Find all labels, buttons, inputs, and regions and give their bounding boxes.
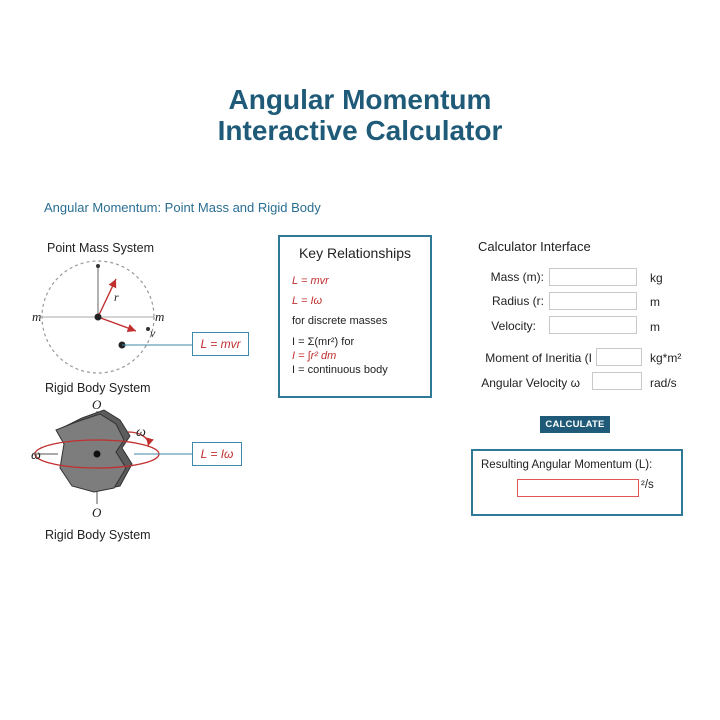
result-box: Resulting Angular Momentum (L): ²/s (471, 449, 683, 516)
rotation-arrow (127, 431, 154, 447)
angular-velocity-input[interactable] (592, 372, 642, 390)
radius-label: r (114, 290, 119, 304)
mass-label-right: m (155, 309, 164, 324)
key-relationships-box: Key Relationships L = mvr L = Iω for dis… (278, 235, 432, 398)
inertia-unit: kg*m² (650, 351, 682, 365)
title-line-2: Interactive Calculator (217, 115, 503, 146)
key-eq-iw: L = Iω (292, 295, 323, 307)
omega-label-right: ω (136, 425, 146, 440)
rigid-center-dot (93, 450, 101, 458)
omega-label-left: ω (31, 448, 41, 463)
rigid-body-front (55, 413, 127, 493)
radius-arrow (97, 278, 117, 318)
mass-input[interactable] (549, 268, 637, 286)
axis-label-bottom: O (92, 505, 102, 520)
key-continuous-label: I = continuous body (292, 364, 388, 376)
key-discrete-label: for discrete masses (292, 315, 388, 327)
velocity-label: v (150, 326, 156, 340)
key-relationships-title: Key Relationships (298, 245, 412, 261)
mass-label-left: m (32, 309, 41, 324)
mass-unit: kg (650, 271, 663, 285)
page-title: Angular Momentum Interactive Calculator (0, 84, 720, 146)
radius-label: Radius (r: (491, 294, 544, 308)
velocity-arrow (97, 316, 137, 333)
key-continuous-eq: I = ∫r² dm (292, 350, 337, 362)
calculator-title: Calculator Interface (478, 239, 591, 254)
radius-unit: m (650, 295, 660, 309)
point-mass-diagram: m m r v (32, 260, 192, 374)
angular-velocity-label: Angular Velocity ω (481, 376, 580, 390)
velocity-unit: m (650, 320, 660, 334)
rigid-body-equation-box: L = Iω (192, 442, 242, 466)
result-output[interactable] (517, 479, 639, 497)
rigid-body-diagram: O O ω ω (31, 397, 192, 520)
velocity-input[interactable] (549, 316, 637, 334)
inertia-input[interactable] (596, 348, 642, 366)
section-subtitle: Angular Momentum: Point Mass and Rigid B… (44, 200, 321, 215)
top-mass-dot (96, 264, 100, 268)
inertia-label: Moment of Ineritia (I (485, 351, 592, 365)
velocity-label: Velocity: (491, 319, 536, 333)
point-mass-equation-box: L = mvr (192, 332, 249, 356)
result-unit: ²/s (641, 479, 654, 491)
rigid-body-label: Rigid Body System (45, 381, 151, 395)
axis-label-top: O (92, 397, 102, 412)
angular-velocity-unit: rad/s (650, 376, 677, 390)
title-line-1: Angular Momentum (228, 84, 492, 115)
radius-input[interactable] (549, 292, 637, 310)
point-mass-label: Point Mass System (47, 241, 154, 255)
rigid-body-caption: Rigid Body System (45, 528, 151, 542)
key-eq-mvr: L = mvr (292, 275, 329, 287)
mass-label: Mass (m): (490, 270, 544, 284)
center-dot (94, 313, 102, 321)
result-label: Resulting Angular Momentum (L): (481, 459, 653, 471)
key-discrete-eq: I = Σ(mr²) for (292, 336, 355, 348)
calculate-button[interactable]: CALCULATE (540, 416, 610, 433)
mass-dot (146, 327, 150, 331)
